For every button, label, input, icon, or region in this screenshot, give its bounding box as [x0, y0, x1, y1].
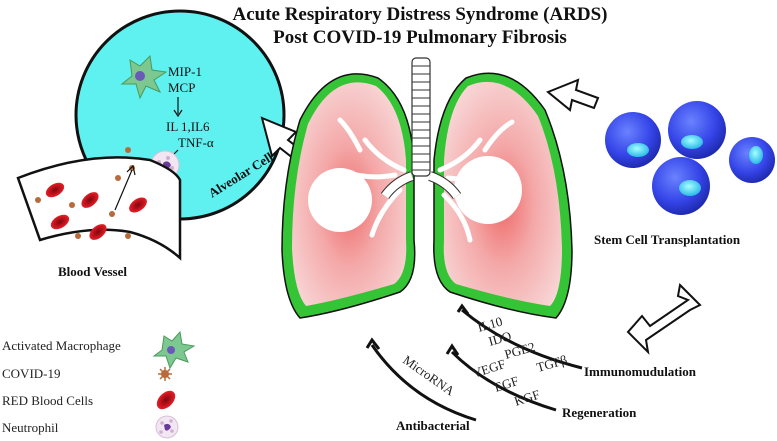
- virus-icon: [158, 367, 172, 381]
- factor-il10: IL10: [476, 313, 504, 334]
- immunomodulation-arc: [461, 308, 583, 370]
- legend-label-rbc: RED Blood Cells: [2, 393, 93, 408]
- tnf-label: TNF-α: [178, 135, 214, 150]
- title-line-1: Acute Respiratory Distress Syndrome (ARD…: [232, 4, 607, 25]
- stem-to-mechanism-arrow: [626, 282, 702, 355]
- neutrophil-icon: [155, 415, 179, 439]
- blood-vessel: [16, 156, 182, 261]
- factor-ido: IDO: [487, 328, 513, 349]
- factor-microrna: MicroRNA: [400, 352, 458, 399]
- vessel-red-blood-cells: [45, 182, 147, 240]
- legend: Activated Macrophage COVID-19 RED Blood …: [2, 330, 196, 439]
- red-blood-cell-icon: [156, 390, 176, 410]
- stem-cell-icon: [729, 137, 775, 183]
- il-label: IL 1,IL6: [166, 119, 210, 134]
- stem-to-lung-arrow: [546, 78, 600, 112]
- stem-cell-icon: [652, 157, 710, 215]
- trachea: [380, 57, 462, 200]
- legend-label-neutrophil: Neutrophil: [2, 420, 59, 435]
- antibacterial-label: Antibacterial: [396, 418, 470, 433]
- title-line-2: Post COVID-19 Pulmonary Fibrosis: [273, 27, 567, 48]
- blood-vessel-label: Blood Vessel: [58, 264, 127, 279]
- legend-label-covid: COVID-19: [2, 366, 61, 381]
- stem-cell-icon: [668, 101, 726, 159]
- mechanism-arcs: [365, 303, 583, 422]
- factor-kgf: KGF: [512, 387, 541, 409]
- stem-cell-label: Stem Cell Transplantation: [594, 232, 741, 247]
- regeneration-arc: [450, 350, 557, 412]
- mcp-label: MCP: [168, 80, 195, 95]
- macrophage-icon: [152, 330, 196, 370]
- stem-cell-icon: [605, 112, 661, 168]
- alveolar-macrophage-icon: [120, 54, 168, 100]
- mip-label: MIP-1: [168, 64, 202, 79]
- legend-label-macrophage: Activated Macrophage: [2, 338, 121, 353]
- factor-egf: EGF: [492, 373, 520, 395]
- immunomodulation-label: Immunomudulation: [584, 364, 697, 379]
- regeneration-label: Regeneration: [562, 405, 637, 420]
- lungs: [281, 57, 573, 319]
- antibacterial-arc: [370, 344, 477, 422]
- stem-cells: [605, 101, 775, 215]
